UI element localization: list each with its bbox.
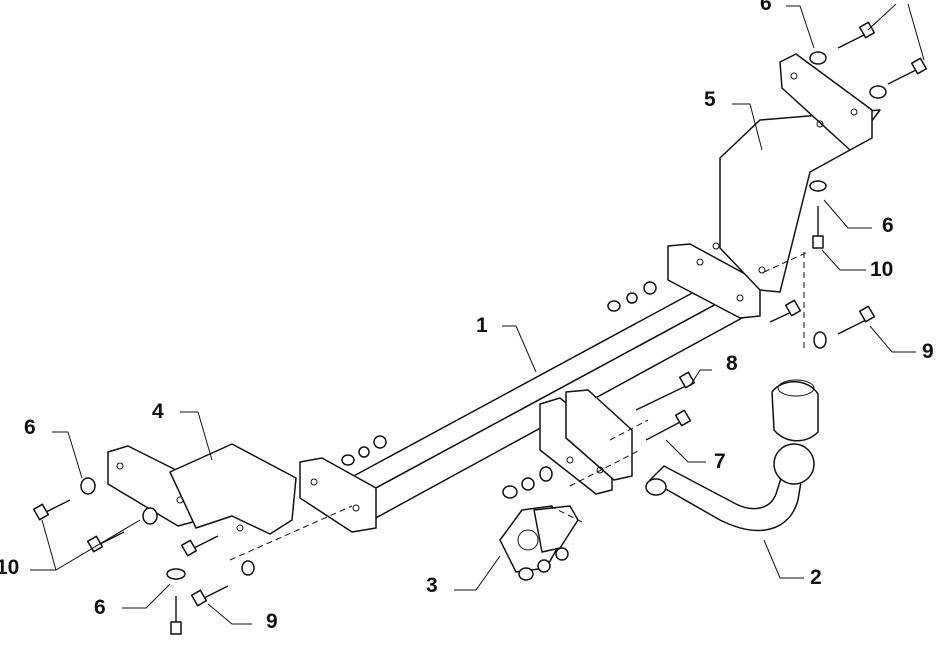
callout-6-right: 6 bbox=[882, 214, 894, 237]
fasteners bbox=[32, 21, 928, 635]
callout-6-top: 6 bbox=[760, 0, 772, 15]
left-bracket bbox=[107, 443, 297, 535]
callout-1: 1 bbox=[476, 314, 488, 337]
callout-4: 4 bbox=[152, 400, 164, 423]
callout-10-left: 10 bbox=[0, 556, 19, 579]
tow-ball-neck bbox=[645, 379, 819, 532]
left-end-plate bbox=[299, 457, 377, 533]
callout-6-bottom: 6 bbox=[94, 596, 106, 619]
callout-7: 7 bbox=[714, 450, 726, 473]
assembly-lines bbox=[229, 251, 809, 561]
callout-6-left: 6 bbox=[24, 416, 36, 439]
right-bracket bbox=[712, 53, 881, 293]
center-mount-plates bbox=[539, 389, 633, 495]
callout-5: 5 bbox=[704, 88, 716, 111]
socket-plate bbox=[499, 505, 579, 573]
callout-3: 3 bbox=[426, 574, 438, 597]
right-end-plate bbox=[667, 243, 761, 319]
callout-8: 8 bbox=[726, 352, 738, 375]
callout-10-right: 10 bbox=[870, 258, 893, 281]
callout-2: 2 bbox=[810, 566, 822, 589]
callout-9-bottom: 9 bbox=[266, 610, 278, 633]
callout-9-right: 9 bbox=[922, 340, 934, 363]
leader-lines bbox=[30, 3, 925, 625]
callout-labels: 1 2 3 4 5 6 6 6 6 7 8 9 9 10 10 bbox=[0, 0, 934, 633]
